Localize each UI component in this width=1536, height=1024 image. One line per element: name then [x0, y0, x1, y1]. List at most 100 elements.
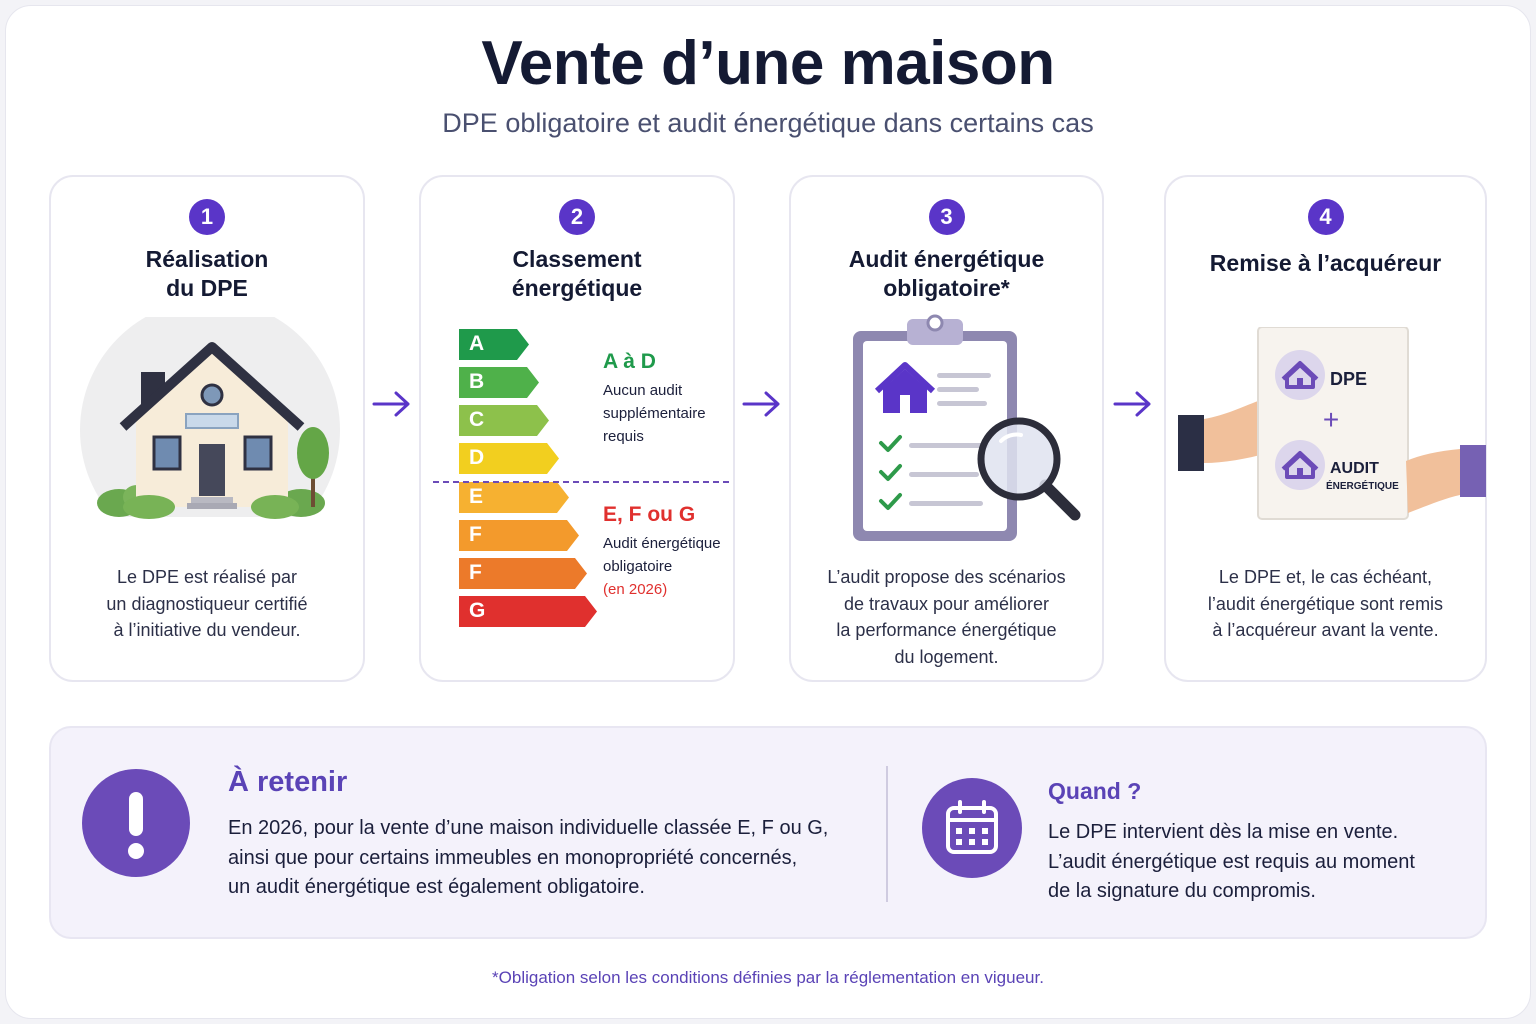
- step-text-3-line2: de travaux pour améliorer: [843, 593, 1050, 614]
- doc1-label: DPE: [1330, 369, 1367, 389]
- clipboard-clip: [907, 319, 963, 345]
- right-hand: [1406, 449, 1460, 513]
- step-text-3-line1: L’audit propose des scénarios: [827, 567, 1066, 587]
- arrow-right-icon: [742, 391, 780, 417]
- window-right: [243, 435, 273, 471]
- check-icon: [879, 435, 902, 452]
- retenir-line3: un audit énergétique est également oblig…: [228, 876, 645, 898]
- step-number-3: 3: [928, 199, 965, 235]
- audit-house-badge: [1275, 440, 1325, 490]
- step-number-2: 2: [559, 199, 595, 235]
- doc2-sublabel: ÉNERGÉTIQUE: [1326, 479, 1399, 492]
- step-number-1: 1: [189, 199, 225, 235]
- left-hand: [1204, 401, 1268, 463]
- energy-class-bar: G: [459, 596, 597, 627]
- step-title-3: Audit énergétique obligatoire*: [791, 245, 1102, 303]
- energy-class-bar: B: [459, 367, 539, 398]
- energy-class-letter: G: [469, 599, 486, 622]
- doc2-label: AUDIT: [1330, 460, 1379, 477]
- documents-handover-illustration: DPE + AUDIT ÉNERGÉTIQUE: [1178, 327, 1486, 520]
- retenir-text: En 2026, pour la vente d’une maison indi…: [228, 814, 828, 903]
- quand-line2: L’audit énergétique est requis au moment: [1048, 850, 1415, 873]
- page-subtitle: DPE obligatoire et audit énergétique dan…: [442, 108, 1094, 138]
- arrow-right-icon: [372, 391, 410, 417]
- group-ok-line1: Aucun audit: [603, 382, 683, 399]
- step-title-1-line2: du DPE: [166, 275, 248, 301]
- group-audit-line1: Audit énergétique: [603, 535, 721, 552]
- energy-class-letter: E: [469, 485, 484, 508]
- step-text-3-line3: la performance énergétique: [836, 620, 1057, 640]
- energy-class-bar: D: [459, 443, 559, 474]
- group-ok-line3: requis: [603, 428, 644, 445]
- group-audit-line2: obligatoire: [603, 558, 673, 575]
- step-text-3: L’audit propose des scénarios de travaux…: [791, 564, 1102, 670]
- quand-line1: Le DPE intervient dès la mise en vente.: [1048, 821, 1399, 843]
- page-title: Vente d’une maison: [481, 29, 1055, 98]
- step-text-1-line1: Le DPE est réalisé par: [116, 567, 298, 587]
- step-title-3-line1: Audit énergétique: [848, 246, 1045, 272]
- plus-icon: +: [1323, 404, 1339, 435]
- attic-window: [200, 383, 224, 407]
- check-icon: [879, 464, 902, 481]
- panel-divider: [886, 766, 888, 902]
- step-text-3-line4: du logement.: [894, 646, 999, 667]
- clipboard-magnifier-illustration: [853, 314, 1081, 541]
- calendar-icon: [922, 778, 1022, 878]
- step-number-4: 4: [1307, 199, 1344, 235]
- step-text-4-line3: à l’acquéreur avant la vente.: [1212, 620, 1439, 640]
- step-title-2: Classement énergétique: [421, 245, 733, 303]
- step-text-1-line3: à l’initiative du vendeur.: [113, 620, 301, 640]
- step-title-2-line1: Classement: [512, 246, 642, 272]
- step-title-1: Réalisation du DPE: [51, 245, 363, 303]
- group-ok-title: A à D: [603, 350, 656, 373]
- group-ok-line2: supplémentaire: [603, 405, 706, 422]
- retenir-line2: ainsi que pour certains immeubles en mon…: [228, 846, 798, 869]
- quand-title: Quand ?: [1048, 778, 1142, 804]
- check-icon: [879, 493, 902, 510]
- retenir-line1: En 2026, pour la vente d’une maison indi…: [228, 817, 829, 839]
- step-text-4: Le DPE et, le cas échéant, l’audit énerg…: [1166, 564, 1485, 644]
- step-card-4: 4 Remise à l’acquéreur DPE + AUDIT ÉNERG…: [1164, 175, 1487, 682]
- footnote: *Obligation selon les conditions définie…: [492, 968, 1044, 987]
- energy-class-bar: E: [459, 482, 569, 513]
- step-text-1: Le DPE est réalisé par un diagnostiqueur…: [51, 564, 363, 644]
- window-left: [152, 435, 182, 471]
- energy-class-letter: B: [469, 370, 485, 393]
- retenir-title: À retenir: [228, 766, 348, 798]
- house-door: [199, 444, 225, 496]
- arrow-right-icon: [1113, 391, 1151, 417]
- right-sleeve: [1460, 445, 1486, 497]
- exclamation-icon: [82, 769, 190, 877]
- house-roof: [119, 342, 305, 431]
- group-audit-note: (en 2026): [603, 581, 668, 598]
- energy-class-bar: A: [459, 329, 529, 360]
- energy-class-letter: F: [469, 561, 482, 584]
- step-text-4-line2: l’audit énergétique sont remis: [1207, 593, 1444, 614]
- left-sleeve: [1178, 415, 1204, 471]
- step-title-4: Remise à l’acquéreur: [1209, 250, 1442, 276]
- step-title-1-line1: Réalisation: [145, 246, 269, 272]
- magnifier-handle: [1039, 479, 1081, 521]
- group-audit-text: Audit énergétique obligatoire (en 2026): [603, 532, 721, 601]
- energy-class-bar: C: [459, 405, 549, 436]
- energy-class-letter: F: [469, 523, 482, 546]
- quand-text: Le DPE intervient dès la mise en vente. …: [1048, 818, 1415, 907]
- energy-class-bar: F: [459, 558, 587, 589]
- step-title-3-line2: obligatoire*: [883, 275, 1010, 301]
- group-audit-title: E, F ou G: [603, 503, 696, 526]
- magnifier-icon: [977, 417, 1061, 501]
- dpe-house-badge: [1275, 350, 1325, 400]
- key-points-panel: À retenir En 2026, pour la vente d’une m…: [49, 726, 1487, 939]
- group-ok-text: Aucun audit supplémentaire requis: [603, 379, 706, 448]
- step-text-1-line2: un diagnostiqueur certifié: [106, 593, 308, 614]
- energy-threshold-line: [433, 481, 729, 483]
- house-illustration: [79, 317, 341, 527]
- energy-class-bar: F: [459, 520, 579, 551]
- energy-class-letter: C: [469, 408, 485, 431]
- step-card-3: 3 Audit énergétique obligatoire* L’audit…: [789, 175, 1104, 682]
- step-title-2-line2: énergétique: [511, 275, 643, 301]
- step-text-4-line1: Le DPE et, le cas échéant,: [1218, 567, 1433, 587]
- energy-class-letter: A: [469, 332, 485, 355]
- house-icon: [883, 369, 927, 413]
